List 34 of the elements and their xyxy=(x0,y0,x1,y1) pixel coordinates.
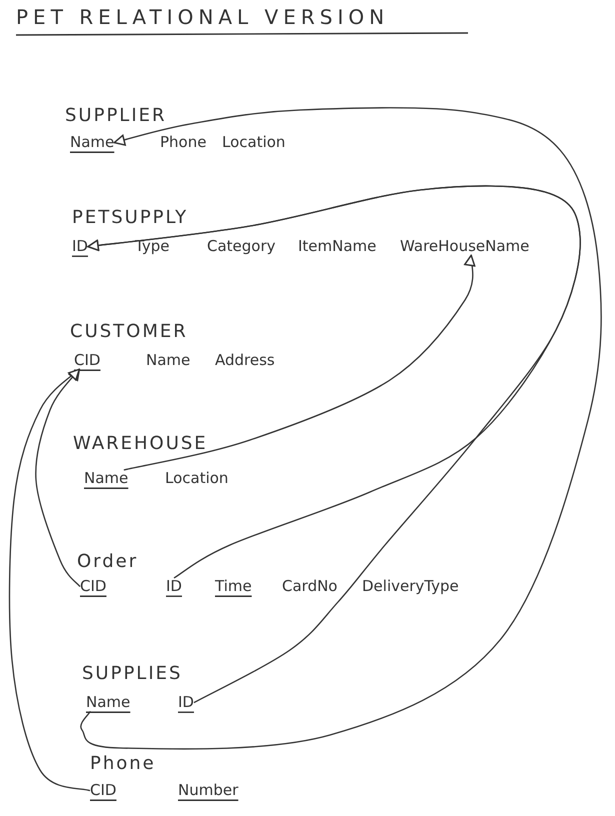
column-name: CardNo xyxy=(282,578,338,596)
column-name: CID xyxy=(90,782,116,800)
column-name: ID xyxy=(166,578,182,596)
column-name: Phone xyxy=(160,134,206,152)
column-name: ID xyxy=(72,238,88,256)
column-name: Location xyxy=(222,134,286,152)
table-name: Order xyxy=(77,552,138,573)
column-name: DeliveryType xyxy=(362,578,459,596)
table-name: CUSTOMER xyxy=(70,322,188,343)
page-title: PET RELATIONAL VERSION xyxy=(16,6,390,29)
column-name: Location xyxy=(165,470,228,488)
reference-arrow xyxy=(87,185,581,704)
reference-arrow xyxy=(124,254,476,471)
table-name: SUPPLIER xyxy=(65,106,167,127)
column-name: WareHouseName xyxy=(400,238,530,256)
column-name: Address xyxy=(215,352,275,370)
column-name: Time xyxy=(215,578,252,596)
column-name: Number xyxy=(178,782,238,800)
column-name: ID xyxy=(178,694,194,712)
column-name: ItemName xyxy=(298,238,376,256)
column-name: Name xyxy=(84,470,128,488)
table-name: Phone xyxy=(90,754,156,775)
reference-arrow xyxy=(8,368,90,792)
reference-arrow xyxy=(80,107,602,750)
reference-arrow xyxy=(35,368,80,588)
table-name: PETSUPPLY xyxy=(72,208,188,229)
column-name: Name xyxy=(86,694,130,712)
column-name: Category xyxy=(207,238,276,256)
column-name: CID xyxy=(74,352,100,370)
table-name: SUPPLIES xyxy=(82,664,182,685)
column-name: Name xyxy=(146,352,190,370)
column-name: Name xyxy=(70,134,114,152)
table-name: WAREHOUSE xyxy=(73,434,208,455)
column-name: CID xyxy=(80,578,106,596)
